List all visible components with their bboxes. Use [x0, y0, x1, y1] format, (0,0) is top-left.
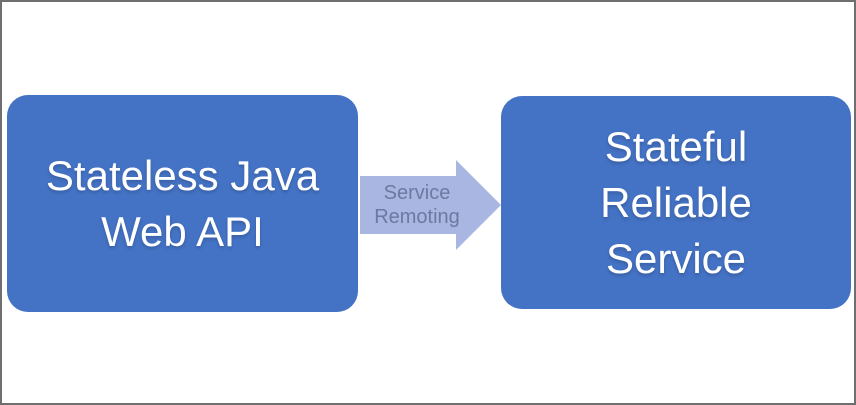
stateless-java-web-api-box: Stateless Java Web API — [7, 95, 358, 312]
box-label-line: Web API — [101, 207, 264, 255]
arrow-label-line: Remoting — [374, 206, 460, 228]
arrow-label: Service Remoting — [360, 160, 474, 250]
service-remoting-arrow: Service Remoting — [360, 160, 502, 250]
arrow-body — [360, 176, 456, 234]
box-label-line: Stateful — [604, 122, 748, 170]
box-label-line: Service — [605, 234, 747, 282]
stateful-reliable-service-box: Stateful Reliable Service — [501, 96, 851, 309]
box-label-line: Reliable — [600, 178, 752, 226]
arrow-head-right-icon — [456, 160, 501, 250]
box-label-line: Stateless Java — [45, 151, 320, 199]
arrow-label-line: Service — [383, 182, 451, 204]
